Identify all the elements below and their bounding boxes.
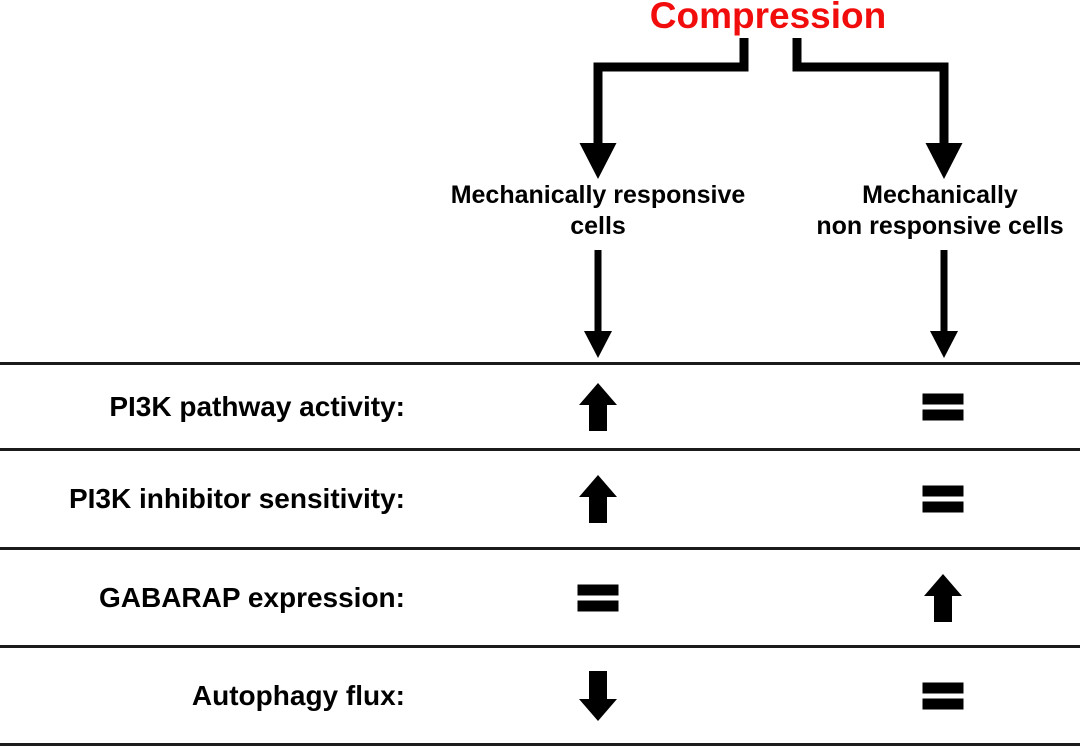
table-rule (0, 362, 1080, 365)
row-label: PI3K pathway activity: (109, 390, 405, 422)
down-arrow-symbol (579, 670, 617, 721)
flow-arrow-left (584, 250, 612, 358)
table-rule (0, 645, 1080, 648)
table-rule (0, 743, 1080, 746)
branch-label-line: Mechanically responsive (450, 181, 746, 209)
table-row: PI3K inhibitor sensitivity: (0, 448, 1080, 550)
equal-symbol (922, 682, 964, 709)
branch-label-non-responsive: Mechanically non responsive cells (816, 180, 1063, 242)
table-rule (0, 448, 1080, 451)
up-arrow-symbol (924, 573, 962, 622)
equal-symbol (577, 584, 619, 611)
flow-arrow-right (930, 250, 958, 358)
table-row: GABARAP expression: (0, 547, 1080, 648)
branch-label-line: non responsive cells (816, 212, 1064, 240)
equal-symbol (922, 393, 964, 420)
table-row: Autophagy flux: (0, 645, 1080, 746)
branch-arrow-right (792, 38, 963, 179)
table-rule (0, 547, 1080, 550)
up-arrow-symbol (579, 475, 617, 523)
up-arrow-symbol (579, 382, 617, 431)
branch-label-line: cells (570, 212, 626, 240)
figure-title: Compression (649, 0, 887, 36)
branch-arrow-left (579, 38, 749, 179)
row-label: GABARAP expression: (98, 581, 405, 613)
equal-symbol (922, 485, 964, 513)
branch-label-responsive: Mechanically responsive cells (451, 180, 746, 242)
row-label: PI3K inhibitor sensitivity: (68, 483, 405, 514)
row-label: Autophagy flux: (191, 679, 405, 711)
table-row: PI3K pathway activity: (0, 362, 1080, 451)
flow-connectors (579, 38, 963, 358)
branch-label-line: Mechanically (862, 181, 1018, 209)
